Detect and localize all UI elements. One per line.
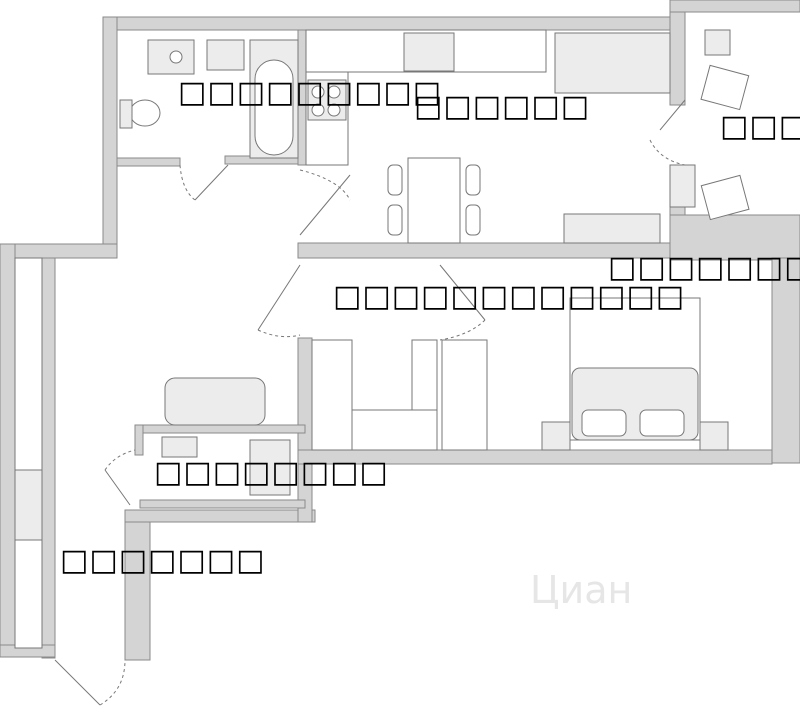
room-label-living-room: □□□□□□□□□□□□ [333,279,686,314]
room-label-balcony: □□□□ [720,109,800,144]
watermark-logo: Циан [530,568,633,612]
room-label-kitchen: □□□□□□ [414,89,591,124]
doors [54,164,486,706]
room-label-bathroom2: □□□□□□□□ [154,455,389,490]
room-label-bedroom: □□□□□□□ [608,250,800,285]
room-label-hallway: □□□□□□□ [60,543,266,578]
bedroom-fixtures [161,297,729,496]
kitchen-fixtures [299,29,686,244]
bathroom-fixtures [119,39,299,159]
room-label-bathroom: □□□□□□□□□ [178,75,443,110]
closets [14,257,43,649]
balcony-fixtures [669,29,750,221]
